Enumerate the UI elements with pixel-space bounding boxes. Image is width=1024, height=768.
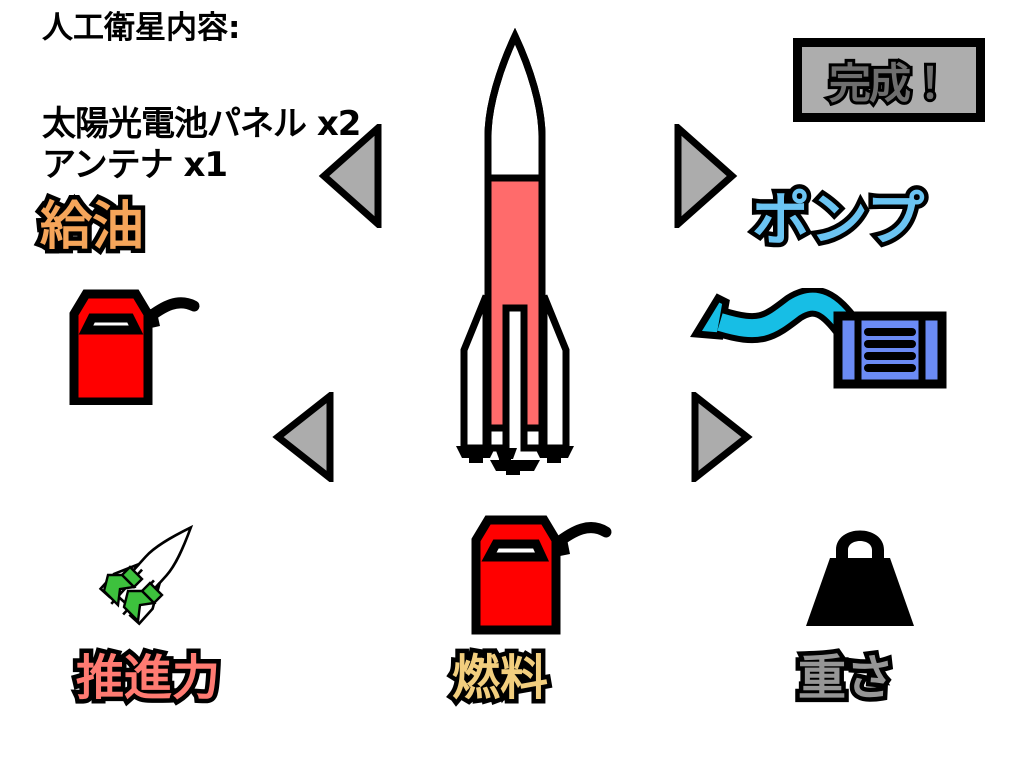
gas-can-icon[interactable]	[60, 280, 210, 410]
arrow-right-icon[interactable]	[672, 120, 738, 233]
label-weight: 重さ	[793, 638, 898, 711]
label-thrust: 推進力	[71, 638, 224, 711]
label-refuel: 給油	[35, 184, 148, 262]
label-fuel-text: 燃料	[447, 646, 552, 711]
arrow-right-icon[interactable]	[687, 388, 753, 487]
inventory-item-antenna: アンテナ x1	[42, 145, 228, 185]
pump-icon[interactable]	[690, 286, 950, 403]
label-fuel: 燃料	[447, 638, 552, 711]
thrust-icon[interactable]	[78, 505, 218, 650]
arrow-left-icon[interactable]	[272, 388, 338, 487]
gas-can-icon[interactable]	[460, 510, 630, 640]
page-title: 人工衛星内容:	[42, 10, 241, 46]
label-pump-text: ポンプ	[747, 181, 928, 258]
weight-icon[interactable]	[790, 512, 930, 642]
label-pump: ポンプ	[747, 172, 928, 258]
label-thrust-text: 推進力	[71, 646, 224, 711]
arrow-left-icon[interactable]	[318, 120, 384, 233]
label-refuel-text: 給油	[35, 193, 148, 262]
status-badge-label: 完成！	[826, 56, 954, 111]
rocket-illustration[interactable]	[440, 27, 590, 483]
status-badge-complete: 完成！	[793, 38, 985, 122]
label-weight-text: 重さ	[793, 646, 898, 711]
inventory-item-solar-panel: 太陽光電池パネル x2	[42, 104, 361, 144]
